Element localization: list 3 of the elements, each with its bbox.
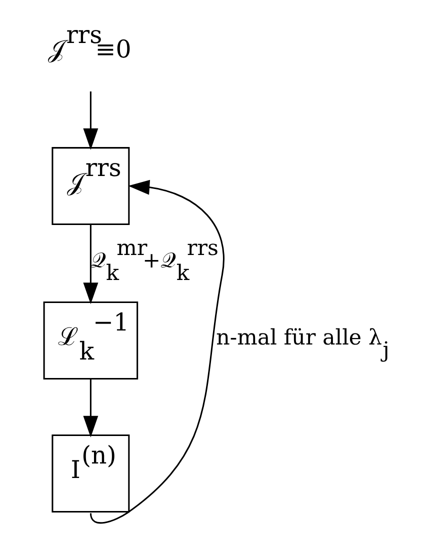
arrow: [83, 91, 98, 150]
arrow: [90, 180, 224, 524]
arrow: [83, 378, 98, 438]
